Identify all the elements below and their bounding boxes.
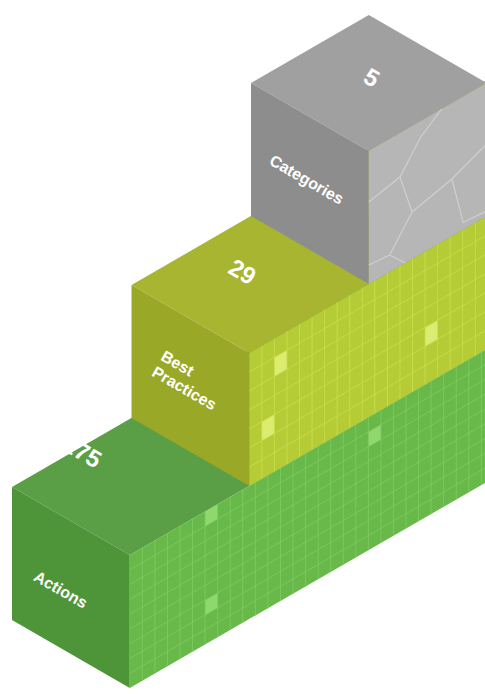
grid-line: [205, 512, 206, 645]
grid-line: [475, 223, 476, 356]
grid-line: [274, 339, 275, 472]
categories-cube: 5Categories: [250, 10, 485, 292]
side-face: [249, 0, 485, 486]
grid-line: [167, 533, 168, 666]
actions-block: 175Actions: [8, 412, 136, 692]
grid-line: [399, 266, 400, 399]
grid-line: [362, 288, 363, 421]
crack-line: [369, 109, 442, 202]
count-number: 29: [224, 253, 261, 290]
grid-line: [462, 230, 463, 363]
grid-line: [324, 310, 325, 443]
best-practices-block: 29Best Practices: [128, 212, 273, 504]
cube-label: Actions: [30, 567, 90, 612]
grid-line: [280, 468, 281, 601]
grid-line: [286, 331, 287, 464]
grid-line: [230, 497, 231, 630]
side-face: [369, 83, 485, 284]
grid-line: [412, 259, 413, 392]
grid-line: [154, 541, 155, 674]
grid-line: [318, 446, 319, 579]
grid-line: [255, 483, 256, 616]
grid-line: [299, 324, 300, 457]
crack-line: [369, 177, 412, 265]
grid-line: [249, 10, 485, 391]
grid-line: [261, 346, 262, 479]
grid-line: [368, 417, 369, 550]
cube-label: Categories: [266, 151, 347, 208]
grid-line: [293, 461, 294, 594]
grid-line: [437, 244, 438, 377]
grid-line: [443, 374, 444, 507]
grid-line: [374, 281, 375, 414]
crack-line: [452, 179, 485, 223]
front-face: [132, 285, 250, 486]
grid-line: [380, 410, 381, 543]
categories-cube: [251, 15, 485, 284]
front-face: [251, 83, 369, 284]
grid-line: [431, 381, 432, 514]
grid-line: [481, 352, 482, 485]
grid-line: [330, 439, 331, 572]
grid-line: [242, 490, 243, 623]
grid-line: [468, 359, 469, 492]
front-face: [12, 487, 130, 688]
crack-line: [412, 144, 485, 212]
grid-line: [343, 432, 344, 565]
grid-line: [418, 388, 419, 521]
count-number: 5: [359, 63, 384, 94]
grid-line: [355, 425, 356, 558]
grid-line: [349, 295, 350, 428]
grid-line: [142, 548, 143, 681]
grid-line: [217, 504, 218, 637]
grid-line: [312, 317, 313, 450]
grid-line: [387, 273, 388, 406]
best-practices-block: [132, 0, 485, 486]
grid-line: [425, 252, 426, 385]
crack-line: [390, 255, 406, 263]
grid-line: [456, 367, 457, 500]
grid-line: [192, 519, 193, 652]
grid-line: [337, 302, 338, 435]
grid-line: [305, 454, 306, 587]
count-number: 175: [58, 430, 106, 474]
grid-line: [406, 396, 407, 529]
grid-line: [180, 526, 181, 659]
cube-label: Best Practices: [148, 347, 239, 421]
grid-line: [249, 0, 485, 372]
grid-line: [450, 237, 451, 370]
grid-line: [267, 475, 268, 608]
grid-line: [393, 403, 394, 536]
